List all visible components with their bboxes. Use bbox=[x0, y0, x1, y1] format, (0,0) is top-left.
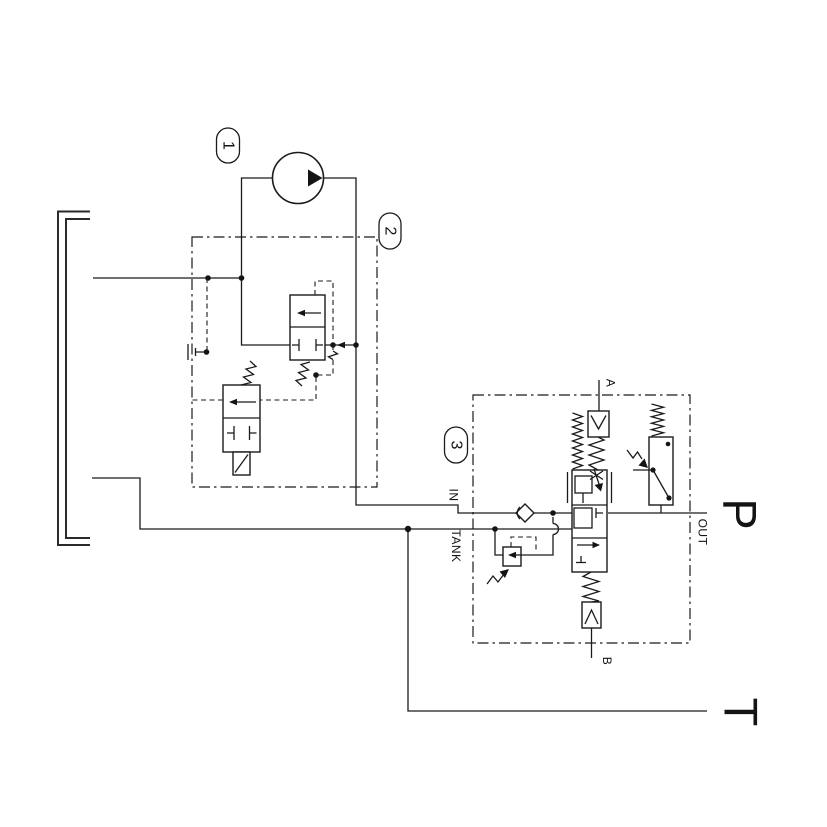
spring-icon bbox=[648, 403, 667, 437]
solenoid-valve-icon bbox=[222, 360, 261, 476]
pilot-line bbox=[192, 280, 340, 401]
port-label-a: A bbox=[604, 379, 618, 388]
spring-icon bbox=[586, 436, 607, 471]
boundary-box-3 bbox=[472, 394, 691, 644]
component-2-label: 2 bbox=[382, 227, 399, 236]
relief-valve-icon bbox=[486, 517, 560, 585]
component-2-badge: 2 bbox=[378, 212, 402, 250]
port-label-out: OUT bbox=[696, 519, 710, 546]
component-1-label: 1 bbox=[220, 141, 237, 150]
orifice-icon bbox=[326, 350, 340, 361]
port-label-in: IN bbox=[447, 489, 461, 502]
spring-icon bbox=[294, 361, 311, 387]
pilot-operated-valve-icon bbox=[289, 294, 326, 387]
pump-suction-line bbox=[92, 477, 707, 712]
main-spool-valve-icon bbox=[566, 380, 613, 658]
spring-icon bbox=[240, 360, 258, 386]
port-label-p: P bbox=[714, 498, 767, 529]
check-valve-a-icon bbox=[587, 380, 610, 438]
solenoid-icon bbox=[232, 451, 251, 476]
reservoir-icon bbox=[57, 210, 90, 546]
port-label-b: B bbox=[600, 657, 614, 666]
pump-icon bbox=[271, 151, 325, 205]
component-3-badge: 3 bbox=[443, 426, 469, 464]
adjustable-spring-icon bbox=[626, 449, 648, 468]
spring-icon bbox=[580, 571, 602, 603]
component-1-badge: 1 bbox=[215, 127, 241, 164]
component-3-label: 3 bbox=[448, 441, 465, 450]
adjustable-spring-icon bbox=[486, 569, 509, 585]
pressure-switch-icon bbox=[626, 403, 674, 513]
boundary-box-2 bbox=[191, 236, 378, 488]
check-valve-b-icon bbox=[581, 601, 602, 658]
port-label-tank: TANK bbox=[449, 529, 463, 562]
port-labels: A B IN TANK OUT P T bbox=[447, 379, 768, 727]
pump-pressure-line bbox=[240, 177, 707, 514]
port-label-t: T bbox=[715, 698, 768, 727]
plugged-port-icon bbox=[187, 278, 208, 360]
spring-icon bbox=[570, 412, 585, 470]
inline-check-valve-icon bbox=[515, 503, 535, 523]
